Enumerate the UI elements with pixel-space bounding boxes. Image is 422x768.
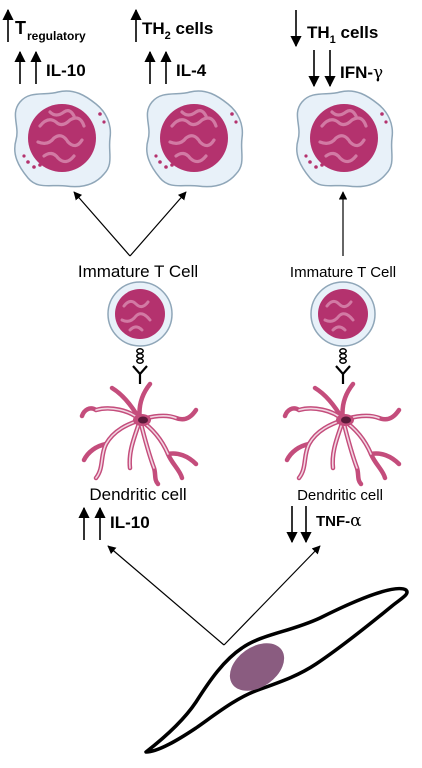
- right-cytokine-prefix: TNF-: [316, 513, 350, 530]
- th1-label-group: TH1 cells IFN-γ: [290, 10, 383, 88]
- dendritic-cell-right: [282, 381, 402, 487]
- th1-cytokine-prefix: IFN-: [340, 63, 373, 82]
- th1-suffix: cells: [336, 23, 379, 42]
- mature-t-cell-middle: [146, 90, 244, 188]
- immature-t-cell-left: [107, 281, 173, 347]
- th2-subscript: 2: [165, 30, 171, 42]
- th2-title: TH2 cells: [142, 19, 213, 42]
- stromal-cell: [144, 586, 409, 754]
- left-cytokine-label: IL-10: [110, 513, 150, 532]
- th2-suffix: cells: [171, 19, 214, 38]
- mature-t-cell-left: [14, 90, 112, 188]
- right-cytokine-greek: α: [350, 511, 362, 531]
- th1-prefix: TH: [307, 23, 330, 42]
- differentiation-arrow-left: [73, 191, 131, 257]
- th2-cytokine: IL-4: [176, 61, 207, 80]
- receptor-icon-left: [132, 348, 148, 384]
- th2-label-group: TH2 cells IL-4: [130, 8, 213, 84]
- left-cytokine-group: IL-10: [78, 506, 150, 540]
- treg-cytokine: IL-10: [46, 61, 86, 80]
- treg-letter: T: [15, 18, 26, 38]
- immature-t-cell-label-left: Immature T Cell: [78, 262, 198, 281]
- th1-cytokine-greek: γ: [373, 63, 383, 83]
- signal-arrow-left: [107, 545, 225, 646]
- th1-cytokine: IFN-γ: [340, 63, 383, 83]
- treg-subscript: regulatory: [27, 29, 86, 43]
- stromal-cell-nucleus: [229, 643, 285, 691]
- th1-subscript: 1: [330, 34, 336, 46]
- treg-label-group: T regulatory IL-10: [2, 8, 86, 84]
- immature-t-cell-right: [310, 281, 376, 347]
- differentiation-arrow-middle: [129, 191, 187, 257]
- th1-title: TH1 cells: [307, 23, 378, 46]
- dendritic-cell-left: [79, 381, 199, 487]
- receptor-icon-right: [335, 348, 351, 384]
- mature-t-cell-right: [296, 90, 394, 188]
- right-cytokine-label: TNF-α: [316, 511, 362, 531]
- immature-t-cell-label-right: Immature T Cell: [290, 264, 396, 281]
- right-cytokine-group: TNF-α: [286, 506, 362, 544]
- th2-prefix: TH: [142, 19, 165, 38]
- dendritic-cell-label-left: Dendritic cell: [89, 485, 186, 504]
- signal-arrow-right: [223, 545, 321, 646]
- dendritic-cell-label-right: Dendritic cell: [297, 487, 383, 504]
